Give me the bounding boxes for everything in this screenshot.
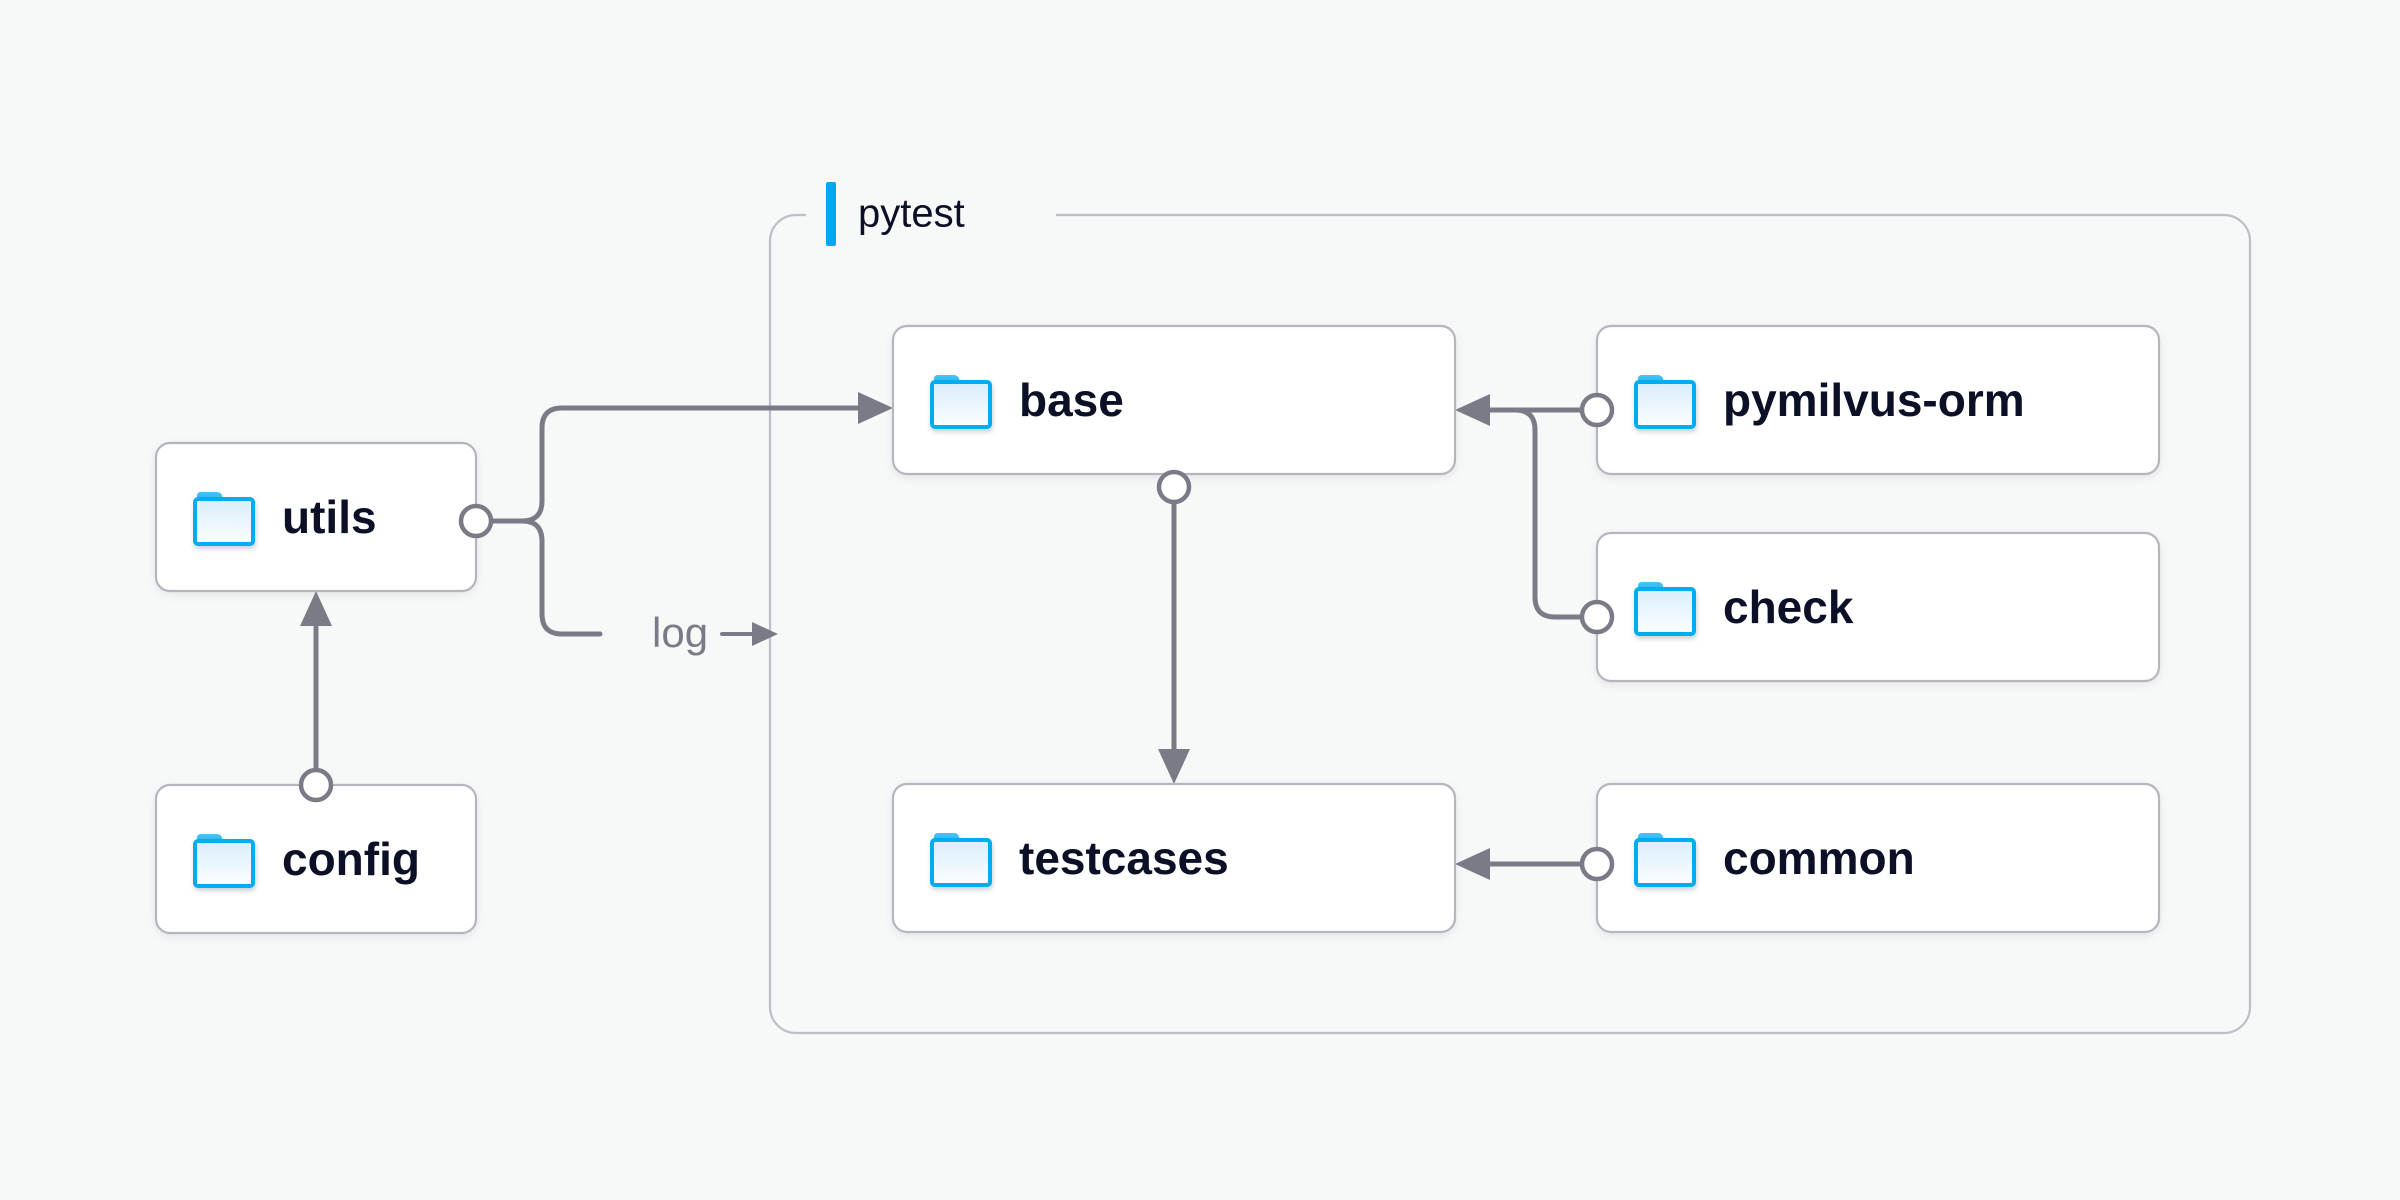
pymilvus-orm-left-port[interactable] xyxy=(1579,392,1615,428)
edge-label-log: log xyxy=(652,609,708,656)
base-bottom-port[interactable] xyxy=(1156,469,1192,505)
node-base[interactable]: base xyxy=(891,324,1457,505)
arrowhead-log xyxy=(752,622,778,646)
node-testcases-box xyxy=(891,782,1457,934)
pytest-accent-bar xyxy=(826,182,836,246)
folder-icon xyxy=(1634,833,1696,887)
edge-common-to-testcases[interactable] xyxy=(1455,848,1584,880)
folder-icon xyxy=(193,492,255,546)
node-config-label: config xyxy=(282,833,420,885)
arrowhead-base-testcases xyxy=(1158,749,1190,784)
edge-utils-to-log[interactable]: log xyxy=(489,518,778,656)
folder-icon xyxy=(930,833,992,887)
config-top-port[interactable] xyxy=(298,767,334,803)
node-check-label: check xyxy=(1723,581,1854,633)
pytest-group[interactable]: pytest xyxy=(768,182,2252,1035)
folder-icon xyxy=(1634,582,1696,636)
node-pymilvus-orm[interactable]: pymilvus-orm xyxy=(1579,324,2161,476)
edge-check-to-base[interactable] xyxy=(1485,407,1584,620)
pytest-group-border xyxy=(768,213,2252,1035)
node-pymilvus-orm-label: pymilvus-orm xyxy=(1723,374,2025,426)
node-common[interactable]: common xyxy=(1579,782,2161,934)
node-config[interactable]: config xyxy=(154,767,478,935)
node-utils[interactable]: utils xyxy=(154,441,494,593)
arrowhead-utils-base xyxy=(858,392,893,424)
pytest-label-backer xyxy=(806,186,1056,244)
arrowhead-common-testcases xyxy=(1455,848,1490,880)
edge-base-to-testcases[interactable] xyxy=(1158,492,1190,784)
arrowhead-pymilvus-base xyxy=(1455,394,1490,426)
utils-right-port[interactable] xyxy=(458,503,494,539)
node-testcases-label: testcases xyxy=(1019,832,1229,884)
folder-icon xyxy=(193,834,255,888)
common-left-port[interactable] xyxy=(1579,846,1615,882)
folder-icon xyxy=(1634,375,1696,429)
node-base-label: base xyxy=(1019,374,1124,426)
edge-config-to-utils[interactable] xyxy=(300,591,332,780)
check-left-port[interactable] xyxy=(1579,599,1615,635)
node-common-label: common xyxy=(1723,832,1915,884)
node-testcases[interactable]: testcases xyxy=(891,782,1457,934)
node-check[interactable]: check xyxy=(1579,531,2161,683)
folder-icon xyxy=(930,375,992,429)
arrowhead-config-utils xyxy=(300,591,332,626)
pytest-group-label: pytest xyxy=(858,192,965,236)
node-utils-label: utils xyxy=(282,491,377,543)
edge-utils-to-base[interactable] xyxy=(489,392,893,524)
